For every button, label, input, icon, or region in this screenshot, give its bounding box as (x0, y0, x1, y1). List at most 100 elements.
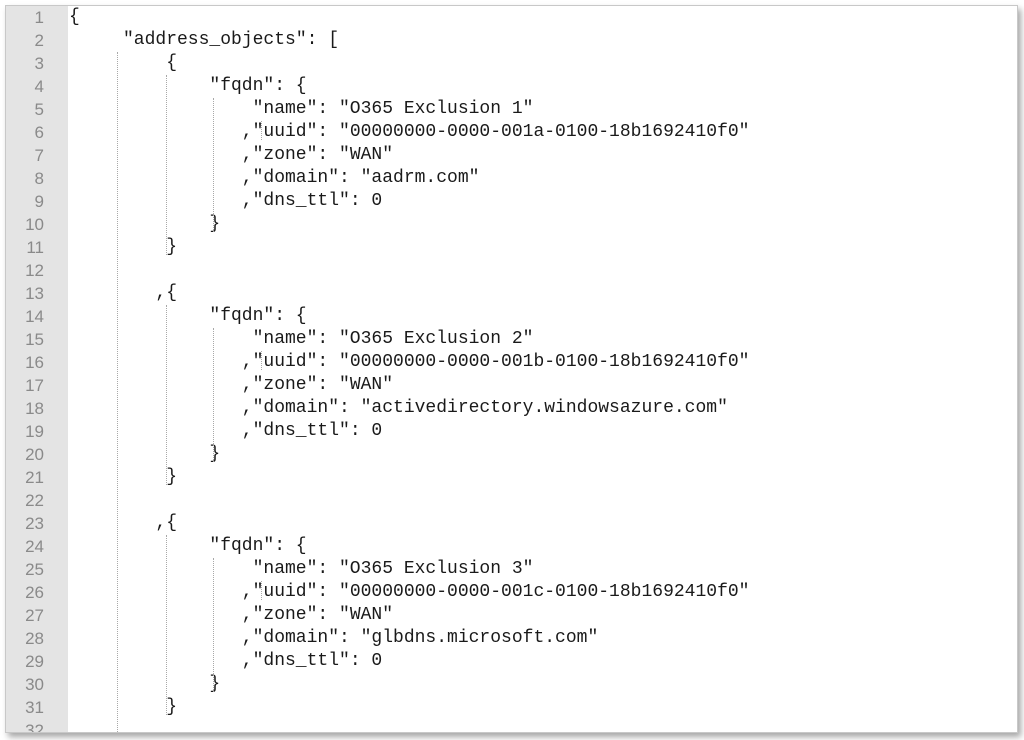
line-number: 7 (34, 146, 44, 165)
code-line[interactable]: 2"address_objects": [ (6, 29, 1017, 52)
indent-guide (166, 75, 167, 255)
code-text: ,"domain": "aadrm.com" (241, 168, 480, 188)
code-text: } (209, 444, 221, 464)
line-number-gutter (6, 6, 68, 732)
line-number: 22 (25, 491, 44, 510)
code-text: "address_objects": [ (123, 30, 340, 50)
indent-guide (166, 535, 167, 715)
code-line[interactable]: 23 ,{ (6, 512, 1017, 535)
code-line[interactable]: 28 ,"domain": "glbdns.microsoft.com" (6, 627, 1017, 650)
code-line[interactable]: 22 (6, 489, 1017, 512)
code-line[interactable]: 21} (6, 466, 1017, 489)
code-text: } (166, 697, 177, 717)
line-number: 30 (25, 675, 44, 694)
code-text: ,"uuid": "00000000-0000-001b-0100-18b169… (241, 352, 750, 372)
code-line[interactable]: 12 (6, 259, 1017, 282)
code-text: { (69, 7, 80, 27)
code-line[interactable]: 32 (6, 719, 1017, 733)
code-line[interactable]: 25 "name": "O365 Exclusion 3" (6, 558, 1017, 581)
line-number: 8 (34, 169, 44, 188)
code-text: "name": "O365 Exclusion 1" (252, 99, 534, 119)
code-line[interactable]: 24 "fqdn": { (6, 535, 1017, 558)
code-text: ,"domain": "glbdns.microsoft.com" (241, 628, 599, 648)
line-number: 13 (25, 284, 44, 303)
code-text: "name": "O365 Exclusion 2" (252, 329, 534, 349)
code-text: ,"dns_ttl": 0 (241, 651, 383, 671)
line-number: 18 (25, 399, 44, 418)
line-number: 6 (34, 123, 44, 142)
line-number: 27 (25, 606, 44, 625)
line-number: 11 (26, 238, 44, 257)
code-text: ,"dns_ttl": 0 (241, 191, 383, 211)
indent-guide (213, 558, 214, 692)
code-editor[interactable]: 1{2"address_objects": [3{4"fqdn": {5"nam… (5, 5, 1018, 733)
code-area[interactable]: 1{2"address_objects": [3{4"fqdn": {5"nam… (6, 6, 1017, 732)
code-line[interactable]: 10} (6, 213, 1017, 236)
line-number: 10 (25, 215, 44, 234)
code-line[interactable]: 3{ (6, 52, 1017, 75)
code-line[interactable]: 16 ,"uuid": "00000000-0000-001b-0100-18b1… (6, 351, 1017, 374)
code-line[interactable]: 27 ,"zone": "WAN" (6, 604, 1017, 627)
line-number: 16 (25, 353, 44, 372)
line-number: 32 (25, 721, 44, 733)
code-text: ,{ (155, 283, 177, 303)
indent-guide (261, 351, 262, 370)
code-text: ,"zone": "WAN" (241, 605, 394, 625)
line-number: 1 (34, 8, 44, 27)
line-number: 25 (25, 560, 44, 579)
code-line[interactable]: 1{ (6, 6, 1017, 29)
line-number: 29 (25, 652, 44, 671)
code-line[interactable]: 17,"zone": "WAN" (6, 374, 1017, 397)
code-text: "name": "O365 Exclusion 3" (252, 559, 534, 579)
line-number: 23 (25, 514, 44, 533)
indent-guide (213, 98, 214, 232)
code-line[interactable]: 7 ,"zone": "WAN" (6, 144, 1017, 167)
code-text: "fqdn": { (209, 536, 307, 556)
code-text: "fqdn": { (209, 306, 307, 326)
line-number: 9 (34, 192, 44, 211)
code-text: ,"dns_ttl": 0 (241, 421, 383, 441)
code-line[interactable]: 14 "fqdn": { (6, 305, 1017, 328)
code-line[interactable]: 5 "name": "O365 Exclusion 1" (6, 98, 1017, 121)
code-text: } (166, 467, 177, 487)
code-line[interactable]: 20} (6, 443, 1017, 466)
indent-guide (261, 581, 262, 600)
code-text: } (209, 214, 221, 234)
indent-guide (261, 121, 262, 140)
code-line[interactable]: 11} (6, 236, 1017, 259)
line-number: 28 (25, 629, 44, 648)
code-line[interactable]: 6 ,"uuid": "00000000-0000-001a-0100-18b16… (6, 121, 1017, 144)
line-number: 17 (25, 376, 44, 395)
code-text: ,"zone": "WAN" (241, 145, 394, 165)
indent-guide (117, 52, 118, 732)
line-number: 20 (25, 445, 44, 464)
code-line[interactable]: 30} (6, 673, 1017, 696)
line-number: 5 (34, 100, 44, 119)
line-number: 15 (25, 330, 44, 349)
code-line[interactable]: 4"fqdn": { (6, 75, 1017, 98)
code-line[interactable]: 26,"uuid": "00000000-0000-001c-0100-18b1… (6, 581, 1017, 604)
line-number: 14 (25, 307, 44, 326)
code-text: } (209, 674, 221, 694)
line-number: 4 (34, 77, 44, 96)
code-line[interactable]: 9 ,"dns_ttl": 0 (6, 190, 1017, 213)
code-text: ,{ (155, 513, 177, 533)
code-line[interactable]: 19 ,"dns_ttl": 0 (6, 420, 1017, 443)
code-line[interactable]: 13 ,{ (6, 282, 1017, 305)
code-text: } (166, 237, 177, 257)
line-number: 31 (25, 698, 44, 717)
line-number: 21 (25, 468, 44, 487)
indent-guide (213, 328, 214, 462)
line-number: 19 (25, 422, 44, 441)
code-line[interactable]: 31} (6, 696, 1017, 719)
code-line[interactable]: 18 ,"domain": "activedirectory.windowsazu… (6, 397, 1017, 420)
code-text: ,"uuid": "00000000-0000-001a-0100-18b169… (241, 122, 750, 142)
line-number: 3 (34, 54, 44, 73)
code-text: { (166, 53, 177, 73)
code-line[interactable]: 15 "name": "O365 Exclusion 2" (6, 328, 1017, 351)
line-number: 24 (25, 537, 44, 556)
code-line[interactable]: 8 ,"domain": "aadrm.com" (6, 167, 1017, 190)
code-text: ,"uuid": "00000000-0000-001c-0100-18b169… (241, 582, 750, 602)
code-line[interactable]: 29 ,"dns_ttl": 0 (6, 650, 1017, 673)
code-text: ,"domain": "activedirectory.windowsazure… (241, 398, 728, 418)
